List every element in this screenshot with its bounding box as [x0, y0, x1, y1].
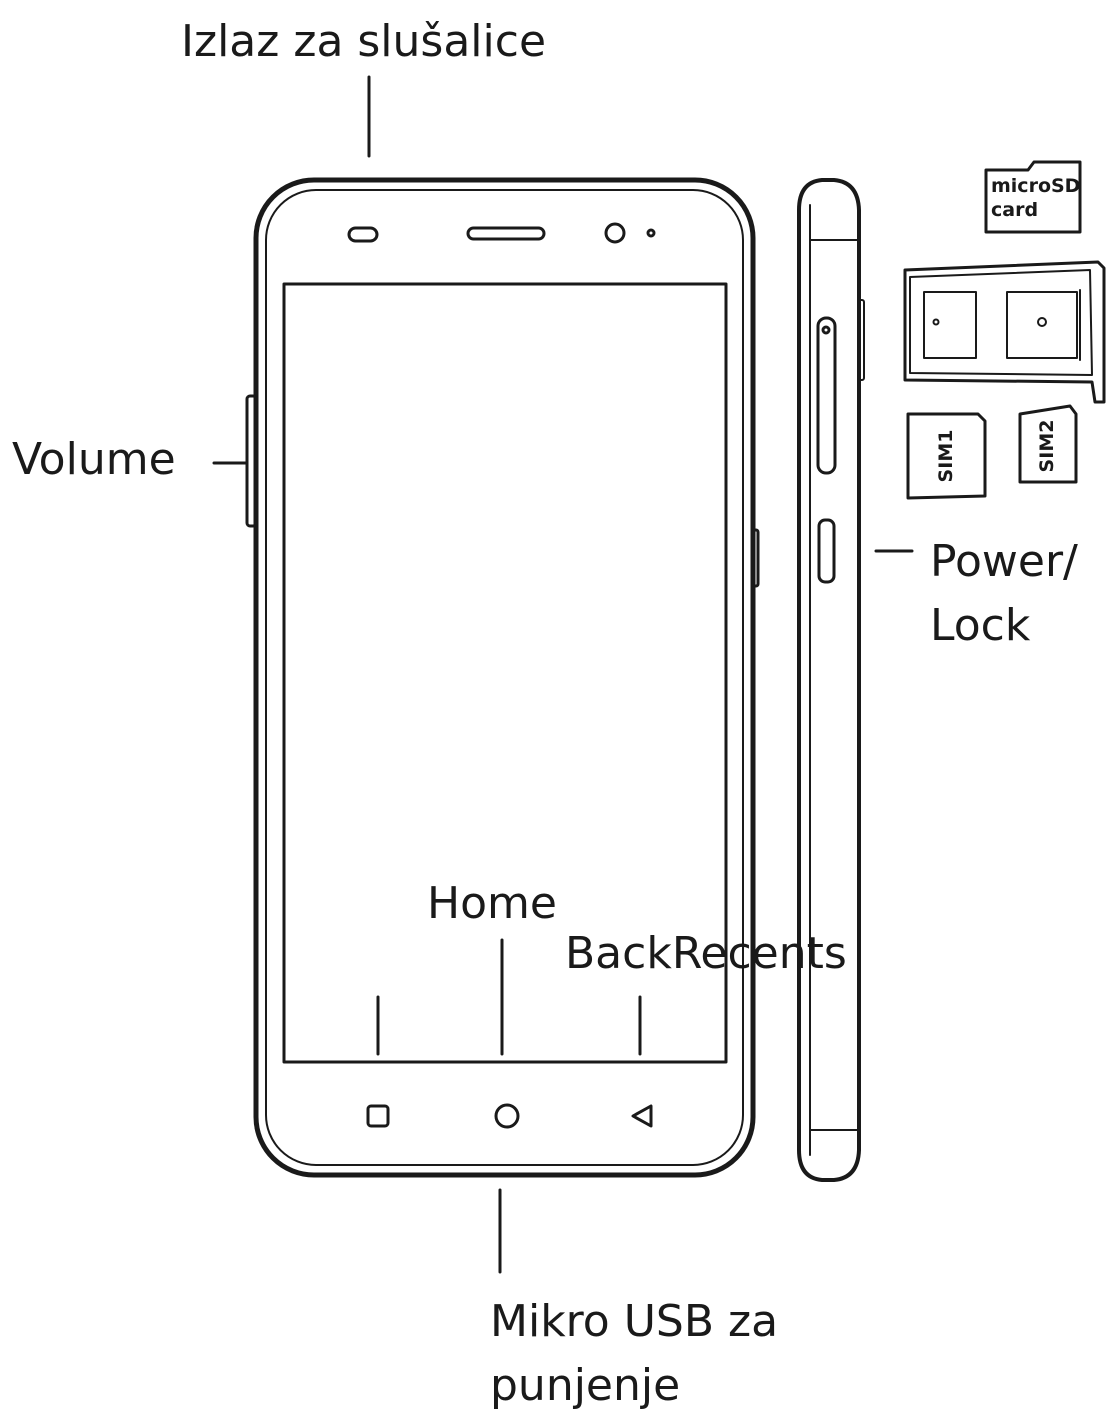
back-triangle-icon[interactable] — [631, 1104, 653, 1128]
phone-front-inner-body — [265, 189, 744, 1166]
phone-screen — [282, 282, 728, 1064]
microsd-card — [984, 160, 1082, 234]
volume-button-front — [245, 394, 258, 528]
recents-square-icon[interactable] — [366, 1104, 390, 1128]
sim1-label: SIM1 — [935, 430, 957, 483]
callout-lines — [212, 75, 914, 1274]
earpiece-speaker — [466, 226, 546, 241]
headphone-jack-label: Izlaz za slušalice — [181, 16, 547, 67]
sim-tray-slot — [816, 316, 837, 475]
power-button-side — [817, 518, 836, 584]
microsd-label-line1: microSD — [991, 175, 1080, 197]
proximity-sensor — [347, 226, 379, 243]
sim2-label: SIM2 — [1036, 420, 1058, 473]
home-circle-icon[interactable] — [494, 1103, 520, 1129]
sim-eject-hole — [821, 325, 831, 335]
sim-tray — [903, 260, 1106, 404]
phone-front — [245, 177, 760, 1178]
side-volume-bump — [858, 299, 865, 381]
sim2-card — [1018, 404, 1078, 484]
volume-label: Volume — [12, 434, 176, 485]
back-recents-label: BackRecents — [565, 928, 847, 979]
phone-front-outer-body — [253, 177, 756, 1178]
micro-usb-label: Mikro USB za punjenje — [490, 1296, 779, 1411]
sim1-card — [906, 412, 987, 500]
phone-side — [797, 178, 865, 1182]
phone-side-outline — [797, 178, 861, 1182]
home-label: Home — [427, 878, 557, 929]
power-lock-label: Power/ Lock — [930, 536, 1078, 651]
led-indicator — [646, 228, 656, 238]
power-button-front — [750, 528, 760, 588]
microsd-label-line2: card — [991, 199, 1038, 221]
front-camera — [604, 222, 626, 244]
